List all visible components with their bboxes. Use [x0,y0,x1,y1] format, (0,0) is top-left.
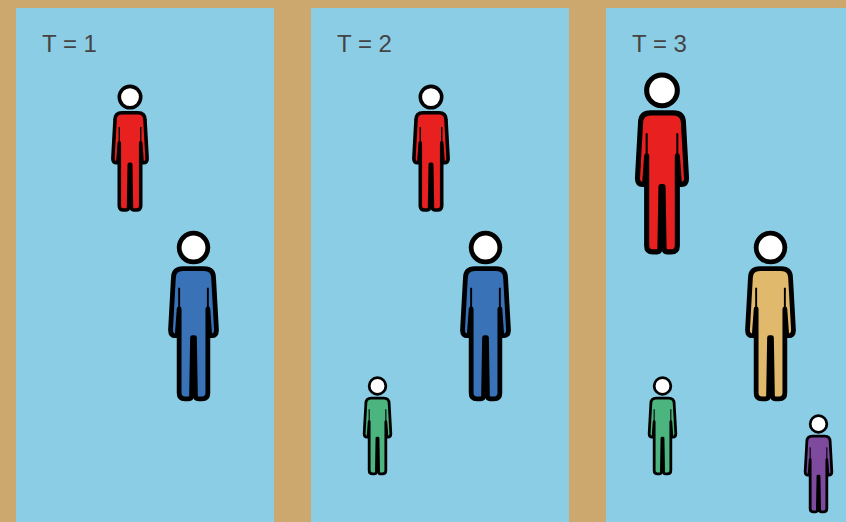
person-green [649,378,676,474]
person-purple [805,416,832,512]
person-blue [171,233,217,399]
person-red [414,86,448,210]
panel-label: T = 3 [632,30,687,58]
time-panel: T = 3 [606,8,846,522]
person-red [113,86,147,210]
person-red-large [637,75,686,252]
time-panel: T = 1 [16,8,274,522]
person-green [364,378,391,474]
person-tan [748,233,794,399]
panel-label: T = 1 [42,30,97,58]
person-blue [463,233,509,399]
panel-label: T = 2 [337,30,392,58]
time-panel: T = 2 [311,8,569,522]
